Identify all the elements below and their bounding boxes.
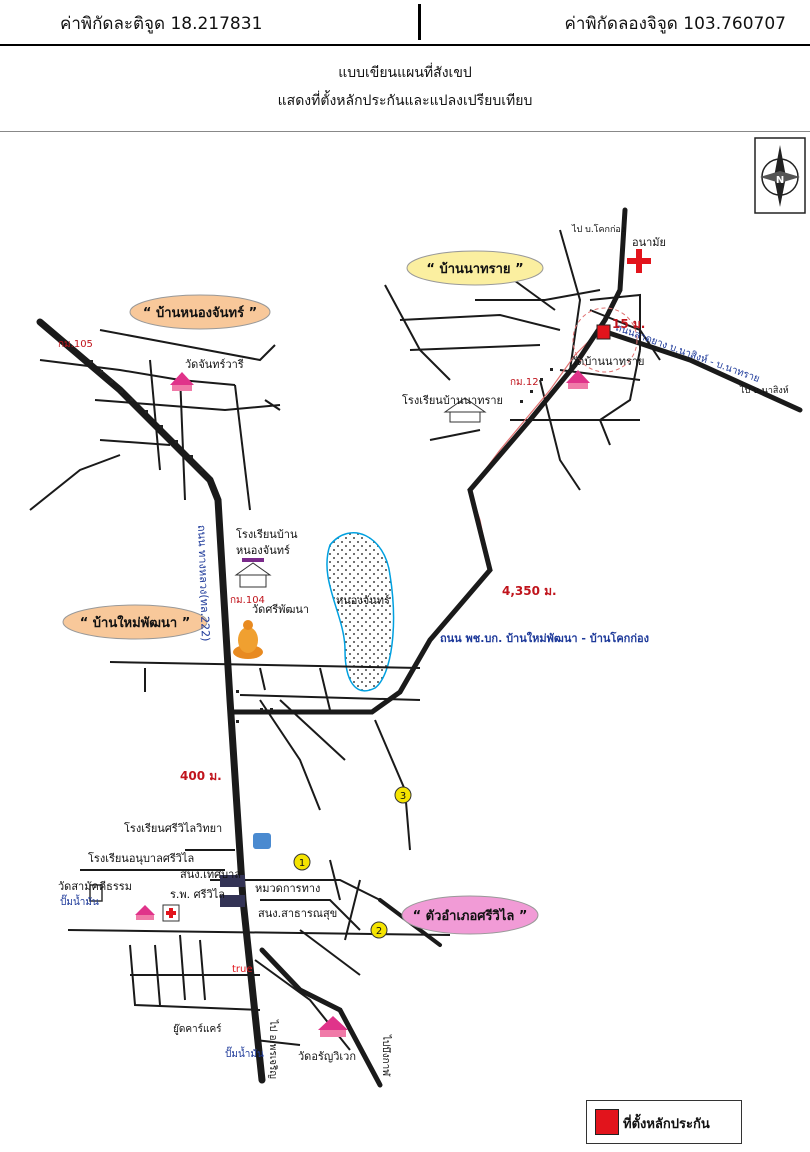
temple-icon-na-sai bbox=[566, 370, 590, 389]
village-nong-chan-badge bbox=[129, 294, 271, 330]
label-school-nong-chan-2: หนองจันทร์ bbox=[236, 544, 290, 557]
building-icon-school bbox=[253, 833, 271, 849]
label-distance-15: 15 ม. bbox=[612, 317, 645, 331]
district-badge bbox=[401, 895, 539, 935]
label-school-nong-chan-1: โรงเรียนบ้าน bbox=[236, 527, 298, 541]
school-icon-na-sai bbox=[443, 397, 487, 423]
village-mai-phatthana-badge bbox=[62, 604, 208, 640]
marker-1-label: 1 bbox=[299, 858, 305, 869]
marker-2-label: 2 bbox=[376, 926, 382, 937]
temple-icon-samakkhi bbox=[135, 905, 155, 920]
label-toyota: ยู๊ดคาร์แคร์ bbox=[173, 1023, 222, 1035]
label-gas-station-2: ปั๊มน้ำมัน bbox=[225, 1046, 264, 1060]
label-kindergarten: โรงเรียนอนุบาลศรีวิไล bbox=[88, 851, 194, 865]
hospital-cross-icon bbox=[162, 904, 180, 922]
village-na-sai-label: “ บ้านนาทราย ” bbox=[426, 261, 523, 277]
label-wat-si-phatthana: วัดศรีพัฒนา bbox=[252, 603, 309, 616]
latitude-label: ค่าพิกัดละติจูด 18.217831 bbox=[60, 14, 263, 34]
marker-3-label: 3 bbox=[400, 791, 406, 802]
map-frame-top bbox=[0, 131, 810, 132]
north-arrow-icon: N bbox=[754, 137, 806, 214]
label-to-phon-charoen: ไป อ.พรเจริญ bbox=[267, 1019, 279, 1079]
label-school-siwilai: โรงเรียนศรีวิไลวิทยา bbox=[124, 821, 222, 835]
header-divider bbox=[418, 4, 421, 40]
marker-3: 3 bbox=[394, 786, 412, 804]
label-to-khok-kong: ไป บ.โคกก่อง bbox=[571, 224, 625, 235]
label-highways-office: หมวดการทาง bbox=[255, 882, 320, 895]
marker-2: 2 bbox=[370, 921, 388, 939]
label-health-center: อนามัย bbox=[632, 236, 666, 249]
label-municipality: สนง.เทศบาล bbox=[180, 868, 241, 881]
village-mai-phatthana-label: “ บ้านใหม่พัฒนา ” bbox=[80, 614, 191, 631]
label-public-health: สนง.สาธารณสุข bbox=[258, 907, 337, 920]
lake-nong-chan bbox=[326, 532, 395, 692]
label-wat-arun: วัดอรัญวิเวก bbox=[298, 1050, 356, 1063]
collateral-radius bbox=[572, 307, 638, 373]
temple-icon bbox=[170, 372, 194, 391]
village-na-sai-badge bbox=[406, 250, 544, 286]
label-gas-station: ปั๊มน้ำมัน bbox=[60, 894, 99, 908]
north-label: N bbox=[776, 175, 784, 186]
label-km12: กม.12 bbox=[510, 377, 539, 388]
label-wat-samakkhi: วัดสามัคคีธรรม bbox=[58, 880, 132, 893]
label-to-na-sing: ไป บ.นาสิงห์ bbox=[739, 384, 789, 396]
label-lake: หนองจันทร์ bbox=[336, 594, 390, 607]
secondary-roads bbox=[29, 229, 661, 1051]
label-wat-chan-sawari: วัดจันทร์วารี bbox=[185, 358, 244, 371]
health-center-cross-icon bbox=[627, 249, 651, 273]
road-dots bbox=[90, 360, 553, 723]
label-km104: กม.104 bbox=[230, 595, 265, 606]
village-nong-chan-label: “ บ้านหนองจันทร์ ” bbox=[143, 305, 257, 321]
legend: ที่ตั้งหลักประกัน bbox=[586, 1100, 742, 1144]
label-true-shop: true bbox=[232, 964, 253, 975]
label-distance-400: 400 ม. bbox=[180, 769, 222, 783]
label-school-na-sai: โรงเรียนบ้านนาทราย bbox=[402, 393, 503, 407]
school-icon-nong-chan bbox=[234, 558, 272, 588]
label-distance-4350: 4,350 ม. bbox=[502, 584, 557, 598]
label-hospital: ร.พ. ศรีวิไล bbox=[170, 888, 225, 901]
label-rural-road: ถนน พช.บก. บ้านใหม่พัฒนา - บ้านโคกก่อง bbox=[440, 631, 649, 645]
building-icon-office bbox=[220, 875, 245, 907]
coordinates-header: ค่าพิกัดละติจูด 18.217831 ค่าพิกัดลองจิจ… bbox=[0, 0, 810, 46]
main-roads bbox=[36, 207, 803, 1088]
district-label: “ ตัวอำเภอศรีวิไล ” bbox=[413, 907, 528, 924]
label-road-na-sai: ถนนลาดยาง บ.นาสิงห์ - บ.นาทราย bbox=[614, 322, 761, 385]
temple-icon-town bbox=[318, 1016, 348, 1037]
legend-label: ที่ตั้งหลักประกัน bbox=[623, 1117, 710, 1132]
label-wat-na-sai: วัดบ้านนาทราย bbox=[571, 355, 644, 368]
sketch-map: N bbox=[29, 137, 806, 1088]
label-km105: กม.105 bbox=[58, 339, 93, 350]
label-highway-222: ถนน ทางหลวง(ทล.222) bbox=[195, 525, 212, 642]
gas-pump-icon bbox=[89, 884, 103, 902]
longitude-label: ค่าพิกัดลองจิจูด 103.760707 bbox=[564, 14, 787, 34]
marker-1: 1 bbox=[293, 853, 311, 871]
collateral-site-marker bbox=[596, 324, 611, 340]
collateral-swatch bbox=[595, 1109, 619, 1135]
map-title: แบบเขียนแผนที่สังเขป bbox=[338, 65, 472, 81]
label-to-bueng-kan: ไปบึงกาฬ bbox=[380, 1034, 392, 1077]
buddha-statue-icon bbox=[233, 620, 263, 659]
map-subtitle: แสดงที่ตั้งหลักประกันและแปลงเปรียบเทียบ bbox=[277, 93, 533, 109]
